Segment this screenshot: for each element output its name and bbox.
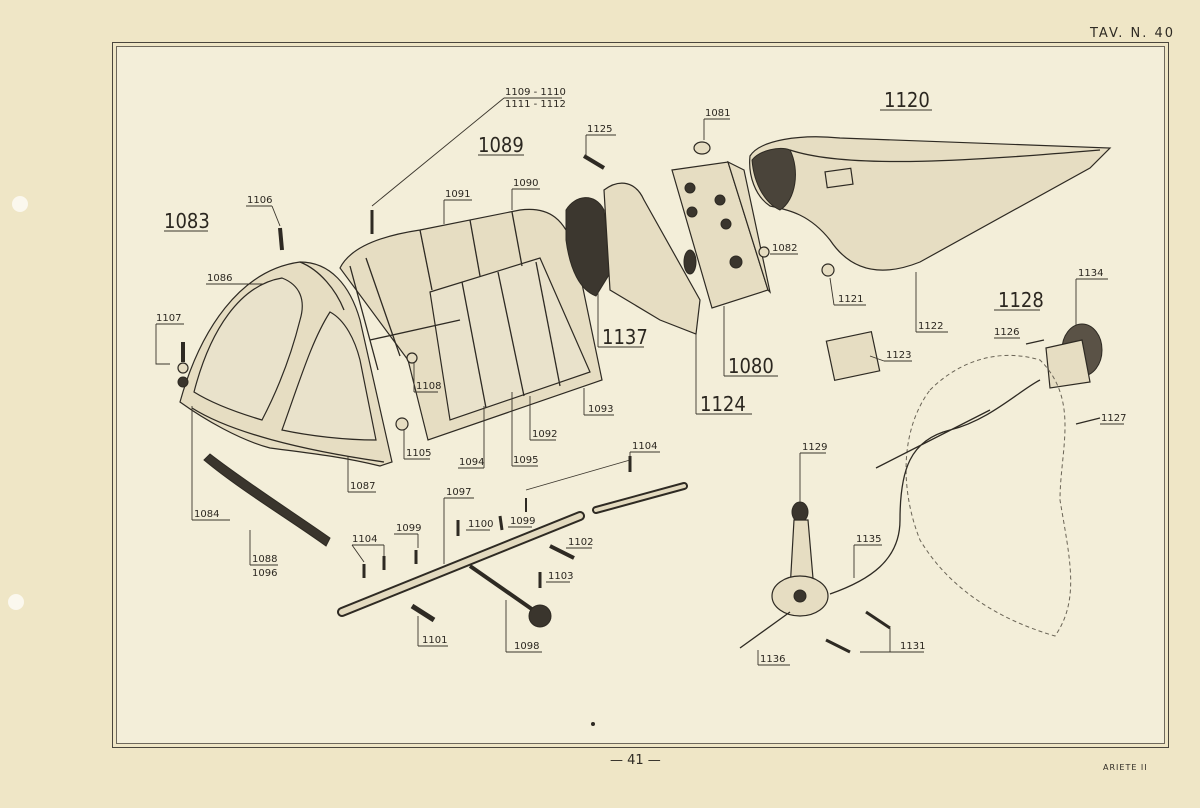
binder-hole — [12, 196, 28, 212]
fitting-part — [821, 263, 835, 277]
callout-1081: 1081 — [705, 108, 730, 119]
callout-1087: 1087 — [350, 481, 375, 492]
callout-1109-1110: 1109 - 1110 — [505, 87, 566, 98]
washer-part — [177, 376, 189, 388]
callout-1080: 1080 — [728, 354, 774, 378]
fitting-part — [758, 246, 770, 258]
screw-part — [498, 515, 504, 531]
control-bracket — [1025, 323, 1103, 425]
washer-part — [177, 362, 189, 374]
plate-value: 40 — [1154, 26, 1176, 41]
callout-1084: 1084 — [194, 509, 219, 520]
front-canopy-frame — [179, 261, 393, 467]
callout-1135: 1135 — [856, 534, 881, 545]
callout-1125: 1125 — [587, 124, 612, 135]
middle-canopy-frame — [339, 208, 603, 441]
callout-1092: 1092 — [532, 429, 557, 440]
inspection-plate-part — [825, 330, 881, 382]
callout-1100: 1100 — [468, 519, 493, 530]
callout-1104-left: 1104 — [352, 534, 377, 545]
callout-1104-top: 1104 — [632, 441, 657, 452]
callout-1099-left: 1099 — [396, 523, 421, 534]
callout-1093: 1093 — [588, 404, 613, 415]
screw-part — [278, 227, 284, 251]
seal-strip-part — [410, 603, 436, 623]
callout-1127: 1127 — [1101, 413, 1126, 424]
callout-1111-1112: 1111 - 1112 — [505, 99, 566, 110]
fitting-part — [406, 352, 418, 364]
callout-1134: 1134 — [1078, 268, 1103, 279]
callout-1126: 1126 — [994, 327, 1019, 338]
callout-1091: 1091 — [445, 189, 470, 200]
fitting-part — [395, 417, 409, 431]
callout-1089: 1089 — [478, 133, 524, 157]
callout-1102: 1102 — [568, 537, 593, 548]
callout-1090: 1090 — [513, 178, 538, 189]
side-panel-part — [603, 182, 701, 335]
support-box — [671, 141, 772, 309]
callout-1106: 1106 — [247, 195, 272, 206]
callout-1098: 1098 — [514, 641, 539, 652]
callout-1082: 1082 — [772, 243, 797, 254]
nose-fairing — [749, 136, 1112, 271]
callout-1107: 1107 — [156, 313, 181, 324]
callout-1123: 1123 — [886, 350, 911, 361]
bulkhead-part — [565, 197, 613, 297]
page-number: — 41 — — [610, 753, 661, 768]
leader-lines — [155, 97, 1124, 666]
callout-1097: 1097 — [446, 487, 471, 498]
part-callouts: 1083 1089 1120 1128 1137 1080 1124 1109 … — [156, 87, 1126, 665]
callout-1094: 1094 — [459, 457, 484, 468]
callout-1105: 1105 — [406, 448, 431, 459]
plate-number: TAV. N. 40 — [1090, 26, 1175, 41]
callout-1136: 1136 — [760, 654, 785, 665]
callout-1124: 1124 — [700, 392, 746, 416]
callout-1099-right: 1099 — [510, 516, 535, 527]
callout-1131: 1131 — [900, 641, 925, 652]
plate-label: TAV. N. — [1090, 26, 1149, 41]
bolt-part — [582, 154, 606, 170]
callout-1121: 1121 — [838, 294, 863, 305]
bolt-part — [865, 610, 891, 630]
callout-1129: 1129 — [802, 442, 827, 453]
callout-1096: 1096 — [252, 568, 277, 579]
callout-1088: 1088 — [252, 554, 277, 565]
seat-outline — [905, 354, 1072, 637]
callout-1122: 1122 — [918, 321, 943, 332]
seal-strip-part — [203, 453, 331, 547]
binder-hole — [8, 594, 24, 610]
callout-1128: 1128 — [998, 288, 1044, 312]
callout-1083: 1083 — [164, 209, 210, 233]
callout-1108: 1108 — [416, 381, 441, 392]
callout-1086: 1086 — [207, 273, 232, 284]
model-name: ARIETE II — [1103, 763, 1148, 772]
callout-1095: 1095 — [513, 455, 538, 466]
control-cable — [829, 379, 1041, 595]
callout-1101: 1101 — [422, 635, 447, 646]
torque-tube — [337, 482, 688, 628]
bolt-part — [549, 544, 575, 560]
throttle-lever — [739, 501, 829, 649]
dot-mark — [591, 722, 595, 726]
callout-1103: 1103 — [548, 571, 573, 582]
bolt-part — [825, 638, 851, 654]
callout-1137: 1137 — [602, 325, 648, 349]
callout-1120: 1120 — [884, 88, 930, 112]
